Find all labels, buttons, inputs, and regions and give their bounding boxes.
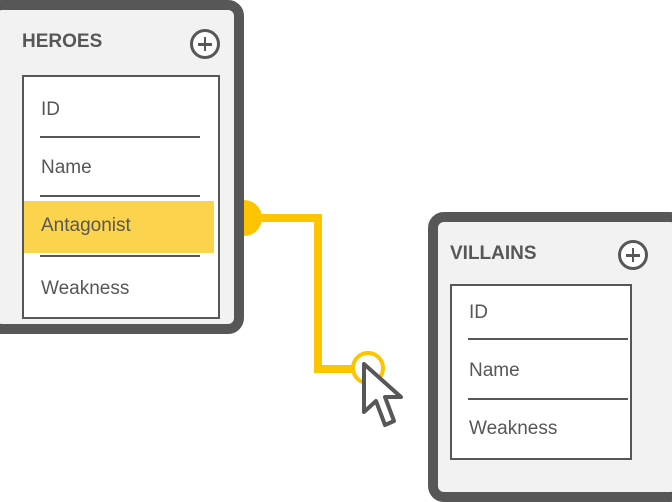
field-label: ID	[41, 99, 60, 120]
heroes-field-id[interactable]: ID	[24, 77, 218, 139]
field-label: Antagonist	[41, 215, 131, 236]
field-label: Name	[469, 360, 520, 381]
heroes-field-list: ID Name Antagonist Weakness	[22, 75, 220, 319]
villains-field-list: ID Name Weakness	[450, 284, 632, 460]
field-divider	[40, 195, 200, 197]
heroes-table: HEROES ID Name Antagonist Weakness	[0, 0, 244, 334]
relation-anchor	[244, 200, 262, 236]
field-divider	[40, 255, 200, 257]
villains-field-weakness[interactable]: Weakness	[452, 404, 630, 458]
mouse-pointer-icon	[362, 362, 403, 427]
field-divider	[468, 338, 628, 340]
heroes-field-weakness[interactable]: Weakness	[24, 253, 218, 317]
field-divider	[40, 136, 200, 138]
field-label: Weakness	[469, 418, 558, 439]
heroes-field-antagonist[interactable]: Antagonist	[24, 201, 214, 253]
field-label: ID	[469, 302, 488, 323]
villains-table-title: VILLAINS	[450, 243, 537, 264]
drag-handle[interactable]	[351, 351, 385, 385]
villains-add-field-icon[interactable]	[618, 240, 648, 270]
field-label: Name	[41, 157, 92, 178]
villains-field-id[interactable]: ID	[452, 286, 630, 348]
heroes-add-field-icon[interactable]	[190, 29, 220, 59]
relation-connector-line	[252, 214, 353, 373]
field-divider	[468, 398, 628, 400]
heroes-table-title: HEROES	[22, 31, 103, 52]
field-label: Weakness	[41, 278, 130, 299]
villains-field-name[interactable]: Name	[452, 348, 630, 404]
heroes-field-name[interactable]: Name	[24, 139, 218, 199]
villains-table: VILLAINS ID Name Weakness	[428, 212, 672, 502]
